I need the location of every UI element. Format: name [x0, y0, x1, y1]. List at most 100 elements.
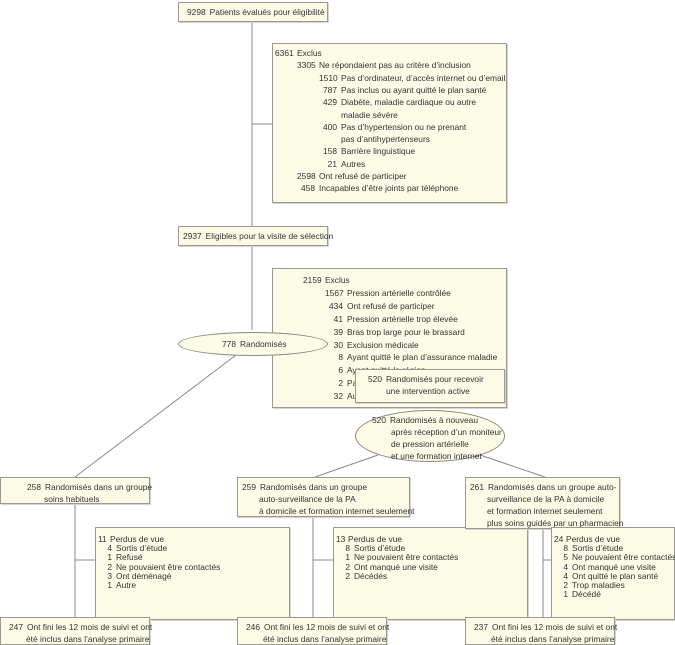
count: 3305: [297, 60, 316, 71]
label: Ne pouvaient être contactés: [572, 552, 675, 563]
arm-line: à domicile et formation internet seuleme…: [259, 506, 415, 516]
count: 1: [563, 589, 568, 600]
label: Ont refusé de participer: [319, 171, 407, 181]
arm-line: soins habituels: [44, 494, 100, 504]
count: 1567: [325, 287, 344, 298]
final-line: été inclus dans l’analyse primaire: [491, 634, 615, 644]
arm-line: et formation internet seulement: [487, 506, 603, 516]
final-line: été inclus dans l’analyse primaire: [263, 634, 387, 644]
count: 21: [327, 158, 337, 169]
count: 3: [107, 570, 112, 581]
exclusion-item: pas d’antihypertenseurs: [319, 134, 430, 144]
label: Autres: [341, 158, 366, 169]
active-label-1: Randomisés pour recevoir: [385, 374, 484, 384]
label: Sortis d’étude: [354, 543, 406, 554]
count: 39: [333, 326, 343, 337]
count: 30: [333, 339, 343, 350]
count: 2: [345, 570, 350, 581]
count: 2598: [297, 171, 316, 181]
label: Décédé: [572, 589, 601, 600]
count: 4: [563, 570, 568, 581]
rerandomized-count: 520: [372, 415, 386, 425]
count: 1: [107, 580, 112, 590]
label: pas d’antihypertenseurs: [341, 134, 430, 145]
label: Exclus: [297, 48, 322, 58]
arm-count: 261: [470, 482, 484, 492]
rerandomized-line: et une formation internet: [391, 451, 482, 461]
count: 8: [338, 352, 343, 363]
final-count: 237: [474, 622, 488, 632]
lost-item: 1 Décédé: [560, 589, 601, 599]
count: 6361: [275, 48, 294, 58]
arm-line: surveillance de la PA à domicile: [487, 494, 605, 504]
count: 8: [345, 543, 350, 554]
count: 2159: [303, 275, 322, 285]
count: 434: [329, 300, 343, 311]
arm-count: 259: [242, 482, 256, 492]
count: 4: [107, 543, 112, 554]
count: 24: [554, 534, 564, 544]
label: Ont refusé de participer: [347, 300, 435, 311]
count: 5: [563, 552, 568, 563]
count: 2: [563, 580, 568, 590]
label: maladie sévère: [341, 109, 398, 120]
label: Ont déménagé: [116, 570, 172, 581]
active-count: 520: [368, 374, 382, 384]
count: 6: [338, 365, 343, 376]
label: Bras trop large pour le brassard: [347, 326, 465, 337]
exclusion-item: 434 Ont refusé de participer: [325, 301, 435, 311]
rerandomized-line: de pression artérielle: [391, 439, 469, 449]
count: 1: [345, 552, 350, 563]
final-label: Ont fini les 12 mois de suivi et ont: [263, 622, 390, 632]
arm-label: Randomisés dans un groupe: [44, 482, 153, 492]
randomized-count: 778: [222, 339, 236, 349]
label: Perdus de vue: [566, 534, 621, 544]
connector: [314, 454, 379, 478]
label: Pas d’hypertension ou ne prenant: [341, 121, 467, 132]
label: Trop maladies: [572, 580, 625, 590]
active-label-2: une intervention active: [386, 386, 470, 396]
final-count: 247: [9, 622, 23, 632]
count: 2: [345, 561, 350, 572]
label: Barrière linguistique: [341, 146, 416, 157]
label: Exclusion médicale: [347, 339, 419, 350]
arm-label: Randomisés dans un groupe auto-: [487, 482, 617, 492]
label: Pas inclus ou ayant quitté le plan santé: [341, 84, 487, 95]
final-line: été inclus dans l’analyse primaire: [26, 634, 150, 644]
lost-item: 2 Trop maladies: [560, 580, 625, 590]
label: Pas d’ordinateur, d’accès internet ou d’…: [341, 72, 506, 83]
rerandomized-line: après réception d’un moniteur: [391, 427, 502, 437]
connector: [74, 351, 241, 478]
randomized-label: Randomisés: [239, 339, 287, 349]
count: 4: [563, 561, 568, 572]
label: Incapables d’être joints par téléphone: [319, 183, 459, 194]
count: 8: [563, 543, 568, 554]
label: Sortis d’étude: [116, 543, 168, 554]
count: 458: [301, 183, 315, 194]
count: 1: [107, 552, 112, 563]
arm-line: plus soins guidés par un pharmacien: [487, 518, 624, 528]
arm-label: Randomisés dans un groupe: [259, 482, 368, 492]
